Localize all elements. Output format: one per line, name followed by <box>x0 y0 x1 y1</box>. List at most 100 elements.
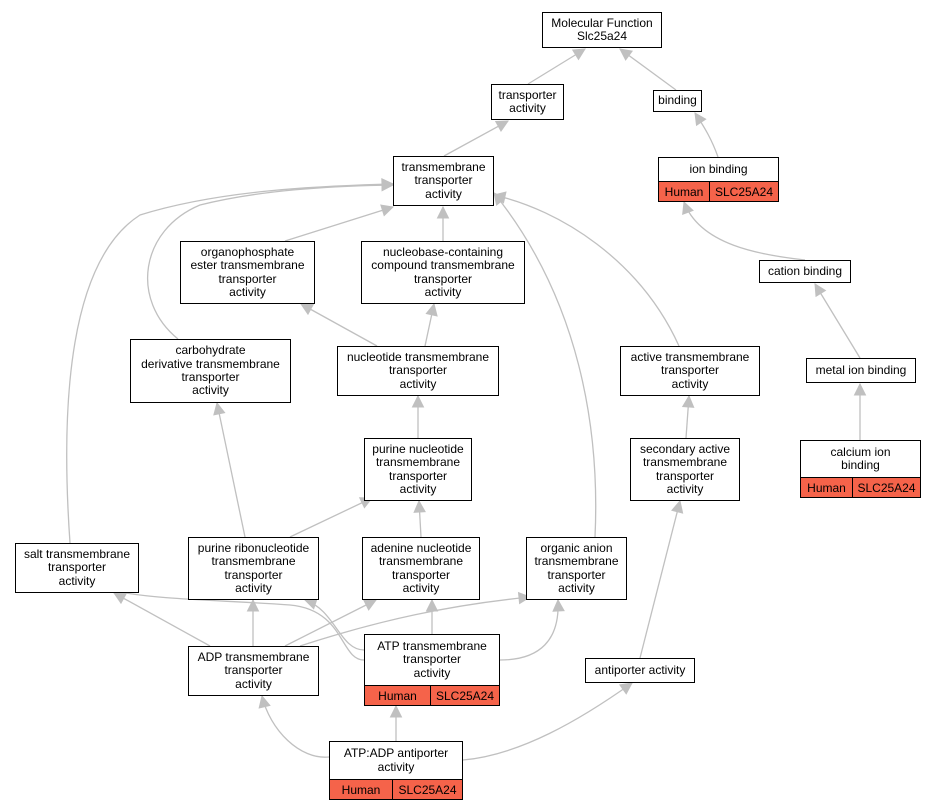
node-label: binding <box>658 93 697 108</box>
gene-cell: SLC25A24 <box>857 480 916 495</box>
edge-organicanion-to-tmt <box>493 192 597 538</box>
edge-cationbinding-to-ionbinding <box>683 201 806 261</box>
node-label: cation binding <box>767 263 843 278</box>
species-cell: Human <box>365 686 431 705</box>
node-label: adenine nucleotide transmembrane transpo… <box>370 540 472 595</box>
arrowhead-nucleotide-to-nucleobase <box>425 302 438 317</box>
node-purine-nucleotide-transporter[interactable]: purine nucleotide transmembrane transpor… <box>364 438 472 501</box>
node-calcium-ion-binding[interactable]: calcium ion binding Human SLC25A24 <box>800 440 921 498</box>
node-adp-transporter[interactable]: ADP transmembrane transporter activity <box>188 646 319 696</box>
node-molecular-function[interactable]: Molecular Function Slc25a24 <box>542 12 662 48</box>
node-secondary-active-transporter[interactable]: secondary active transmembrane transport… <box>630 438 740 501</box>
node-organic-anion-transporter[interactable]: organic anion transmembrane transporter … <box>526 537 627 600</box>
node-label: active transmembrane transporter activit… <box>630 349 750 391</box>
node-transporter-activity[interactable]: transporter activity <box>491 84 564 120</box>
gene-annotation: Human SLC25A24 <box>659 181 778 201</box>
arrowhead-secondary-to-active <box>681 394 695 408</box>
species-cell: Human <box>801 478 853 497</box>
node-label: Molecular Function Slc25a24 <box>551 15 653 43</box>
arrowhead-metalion-to-cationbinding <box>814 283 827 298</box>
arrowhead-adp-to-adenine <box>362 599 377 611</box>
arrowhead-purineribo-to-carbohydrate <box>213 401 226 416</box>
arrowhead-adp-to-organicanion <box>517 591 532 605</box>
arrowhead-calcium-to-metalion <box>853 382 867 396</box>
node-label: ATP:ADP antiporter activity <box>343 746 449 774</box>
node-transmembrane-transporter-activity[interactable]: transmembrane transporter activity <box>393 156 494 206</box>
node-salt-transporter[interactable]: salt transmembrane transporter activity <box>15 543 139 593</box>
arrowhead-tmt-to-transporter <box>494 120 509 133</box>
node-label: organic anion transmembrane transporter … <box>534 540 619 595</box>
node-nucleotide-transporter[interactable]: nucleotide transmembrane transporter act… <box>337 346 499 396</box>
node-label: transporter activity <box>498 87 557 115</box>
arrowhead-atpadp-to-adp <box>258 694 271 709</box>
node-atp-transporter[interactable]: ATP transmembrane transporter activity H… <box>364 634 500 706</box>
species-cell: Human <box>659 182 710 201</box>
edge-atp-to-organicanion <box>499 599 559 661</box>
species-cell: Human <box>330 780 393 799</box>
edge-atp-to-salt <box>113 590 365 661</box>
edge-antiporter-to-secondary <box>639 500 681 659</box>
edge-carbohydrate-to-tmt <box>147 184 394 340</box>
node-organophosphate-ester-transporter[interactable]: organophosphate ester transmembrane tran… <box>180 241 315 304</box>
node-label: nucleotide transmembrane transporter act… <box>346 349 490 391</box>
arrowhead-atpadp-to-antiporter <box>618 682 633 695</box>
gene-cell: SLC25A24 <box>714 184 774 199</box>
arrowhead-nucleobase-to-tmt <box>436 205 450 219</box>
arrowhead-transporter-to-mf <box>571 48 586 61</box>
node-active-transporter[interactable]: active transmembrane transporter activit… <box>620 346 760 396</box>
node-binding[interactable]: binding <box>653 90 702 112</box>
edge-salt-to-tmt <box>66 183 394 544</box>
node-label: secondary active transmembrane transport… <box>639 441 731 496</box>
arrowhead-adenine-to-purinenuc <box>413 499 426 513</box>
arrowhead-active-to-tmt <box>492 191 507 204</box>
edge-metalion-to-cationbinding <box>814 283 861 359</box>
arrowhead-binding-to-mf <box>619 48 634 61</box>
node-label: ATP transmembrane transporter activity <box>377 638 487 680</box>
node-label: organophosphate ester transmembrane tran… <box>190 244 305 299</box>
node-metal-ion-binding[interactable]: metal ion binding <box>806 358 916 383</box>
gene-annotation: Human SLC25A24 <box>801 477 920 497</box>
node-purine-ribonucleotide-transporter[interactable]: purine ribonucleotide transmembrane tran… <box>188 537 319 600</box>
node-cation-binding[interactable]: cation binding <box>759 260 851 283</box>
gene-annotation: Human SLC25A24 <box>365 685 499 705</box>
node-carbohydrate-derivative-transporter[interactable]: carbohydrate derivative transmembrane tr… <box>130 339 291 403</box>
arrowhead-ionbinding-to-binding <box>694 112 707 127</box>
arrowhead-atp-to-adenine <box>425 598 439 612</box>
edge-adp-to-salt <box>113 592 211 647</box>
gene-cell: SLC25A24 <box>398 782 457 797</box>
node-nucleobase-containing-transporter[interactable]: nucleobase-containing compound transmemb… <box>361 241 525 304</box>
arrowhead-antiporter-to-secondary <box>671 499 684 514</box>
arrowhead-atp-to-organicanion <box>552 598 565 612</box>
node-label: transmembrane transporter activity <box>401 159 486 201</box>
gene-cell: SLC25A24 <box>435 688 495 703</box>
edge-tmt-to-transporter <box>443 120 509 157</box>
arrowhead-atpadp-to-atp <box>389 704 403 718</box>
node-label: ion binding <box>689 161 748 176</box>
node-label: nucleobase-containing compound transmemb… <box>371 244 515 299</box>
arrowhead-organophosphate-to-tmt <box>380 204 395 217</box>
node-atp-adp-antiporter[interactable]: ATP:ADP antiporter activity Human SLC25A… <box>329 741 463 800</box>
node-label: ADP transmembrane transporter activity <box>197 649 310 691</box>
node-label: purine nucleotide transmembrane transpor… <box>372 441 464 496</box>
edge-atpadp-to-adp <box>261 695 330 758</box>
arrowhead-nucleotide-to-organophosphate <box>300 303 315 316</box>
edge-active-to-tmt <box>493 194 680 347</box>
edge-atpadp-to-antiporter <box>462 682 633 761</box>
arrowhead-salt-to-tmt <box>381 178 395 191</box>
arrowhead-purinenuc-to-nucleotide <box>411 394 425 408</box>
node-ion-binding[interactable]: ion binding Human SLC25A24 <box>658 157 779 202</box>
node-label: metal ion binding <box>815 362 907 377</box>
edge-adp-to-organicanion <box>299 596 531 647</box>
node-antiporter-activity[interactable]: antiporter activity <box>585 658 695 683</box>
edge-nucleotide-to-organophosphate <box>300 303 378 347</box>
node-label: purine ribonucleotide transmembrane tran… <box>197 540 310 595</box>
edge-organophosphate-to-tmt <box>284 206 394 242</box>
node-label: salt transmembrane transporter activity <box>23 546 131 588</box>
edge-purineribo-to-purinenuc <box>289 497 373 538</box>
node-label: calcium ion binding <box>830 444 891 472</box>
node-adenine-nucleotide-transporter[interactable]: adenine nucleotide transmembrane transpo… <box>362 537 480 600</box>
edge-binding-to-mf <box>619 48 677 91</box>
arrowhead-cationbinding-to-ionbinding <box>682 200 694 215</box>
gene-annotation: Human SLC25A24 <box>330 779 462 799</box>
